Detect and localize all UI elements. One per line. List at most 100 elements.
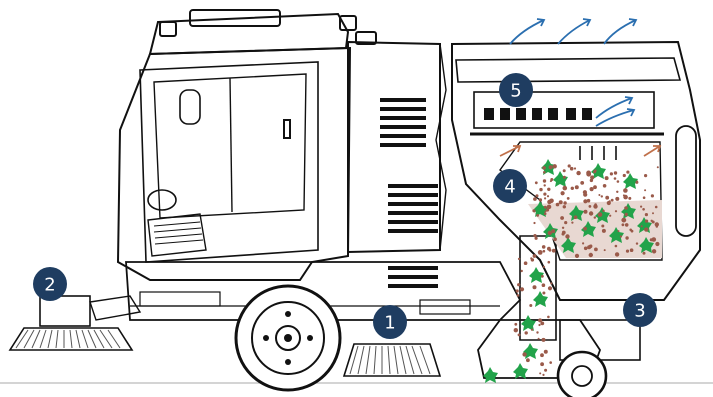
dirt-particle [635,181,638,184]
callout-2: 2 [33,267,67,301]
leaf-icon [533,291,548,307]
dirt-particle [553,164,557,168]
dirt-particle [614,171,617,174]
dirt-particle [549,165,553,169]
dirt-particle [514,323,517,326]
dirt-particle [598,194,600,196]
side-mirror [180,90,200,124]
leaf-icon [529,267,544,283]
dirt-particle [514,328,518,332]
dirt-particle [590,187,594,191]
dirt-particle [539,372,541,374]
rear-tank [676,126,696,236]
dirt-particle [549,249,552,252]
callout-4-label: 4 [504,177,515,198]
callout-1-label: 1 [384,313,395,334]
dirt-particle [542,283,546,287]
dirt-particle [543,171,546,174]
dirt-particle [533,197,537,201]
dirt-particle [615,197,619,201]
dirt-particle [625,223,629,227]
dirt-particle [628,197,631,200]
dirt-particle [574,167,576,169]
callout-1: 1 [373,305,407,339]
dirt-particle [556,203,560,207]
seat-grille [154,222,203,244]
dirt-particle [574,215,578,219]
dirt-particle [538,338,540,340]
dirt-particle [531,329,533,331]
dirt-particle [641,225,643,227]
cab-frame [118,48,350,280]
dirt-particle [656,225,658,227]
dirt-particle [532,209,535,212]
dirt-particle [560,216,564,220]
dirt-particle [621,218,626,223]
leaf-icon [483,367,498,383]
dirt-particle [602,229,606,233]
cab-door [140,62,318,262]
dirt-particle [655,242,659,246]
dirt-particle [576,171,580,175]
dirt-particle [645,213,648,216]
callout-4: 4 [493,169,527,203]
dirt-particle [611,199,614,202]
dirt-particle [548,261,551,264]
dirt-particle [520,287,524,291]
dirt-particle [657,166,659,168]
dirt-particle [568,164,571,167]
dirt-particle [518,334,521,337]
dirt-particle [543,266,545,268]
dirt-particle [536,194,539,197]
dirt-particle [540,362,544,366]
dirt-particle [636,242,638,244]
dirt-particle [536,331,538,333]
dirt-particle [525,331,528,334]
suction-arrow-icon [644,146,660,156]
dirt-particle [580,181,584,185]
dirt-particle [643,196,646,199]
leaf-icon [521,315,536,331]
dirt-particle [539,188,542,191]
dirt-particle [605,196,609,200]
airflow-arrow-icon [604,20,636,44]
dirt-particle [524,261,528,265]
dirt-particle [594,216,596,218]
dirt-particle [565,234,569,238]
dirt-particle [614,177,617,180]
dirt-particle [651,194,654,197]
dirt-particle [549,361,552,364]
dirt-particle [552,249,556,253]
dirt-particle [598,212,603,217]
dirt-particle [544,184,546,186]
roof-beacon-left [160,22,176,36]
dirt-particle [570,167,574,171]
dirt-particle [582,242,584,244]
spray-nozzles [580,146,616,160]
dirt-particle [535,237,538,240]
dirt-particle [652,237,657,242]
dirt-particle [567,197,570,200]
dirt-particle [583,227,587,231]
cab [118,10,356,280]
dirt-particle [583,199,587,203]
dirt-particle [644,174,647,177]
dirt-particle [623,194,625,196]
callout-2-label: 2 [44,275,55,296]
dirt-particle [652,212,654,214]
dirt-particle [584,247,588,251]
dirt-particle [604,249,606,251]
dirt-particle [563,169,566,172]
dirt-particle [548,231,552,235]
dirt-particle [616,191,618,193]
dirt-particle [643,252,646,255]
dirt-particle [544,206,547,209]
dirt-particle [651,220,653,222]
callout-3: 3 [623,293,657,327]
dirt-particle [521,270,523,272]
dirt-particle [539,198,542,201]
rear-wheel [558,352,606,397]
dirt-particle [563,201,566,204]
dirt-particle [644,227,648,231]
